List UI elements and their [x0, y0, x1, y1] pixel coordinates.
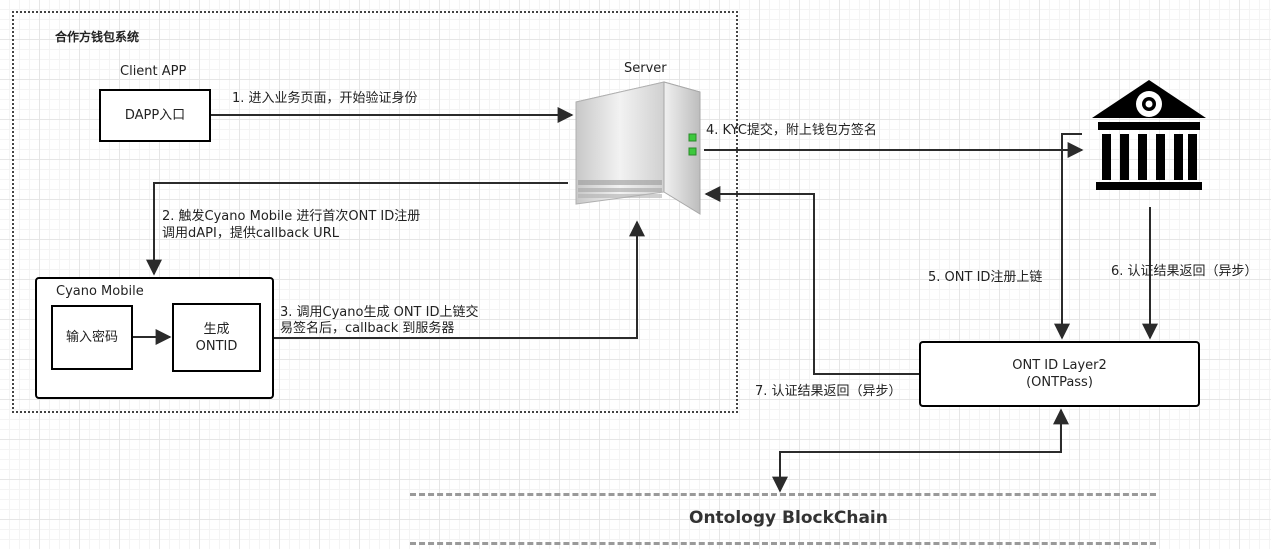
step-4-label: 4. KYC提交，附上钱包方签名 — [706, 123, 877, 138]
arrow-layer2-blockchain — [772, 408, 1069, 493]
partner-wallet-group — [12, 11, 738, 413]
arrow-5-bank-to-layer2 — [1054, 133, 1082, 340]
step-2-label-line1: 2. 触发Cyano Mobile 进行首次ONT ID注册 — [162, 209, 421, 224]
server-icon — [575, 81, 701, 215]
arrow-3-cyano-to-server — [274, 220, 645, 339]
dapp-entry-box[interactable]: DAPP入口 — [99, 89, 211, 142]
blockchain-top-line — [410, 493, 1156, 496]
step-5-label: 5. ONT ID注册上链 — [928, 270, 1043, 285]
ont-id-layer2-box[interactable]: ONT ID Layer2 (ONTPass) — [919, 341, 1200, 407]
server-label: Server — [624, 61, 667, 76]
blockchain-bottom-line — [410, 542, 1156, 545]
step-3-label-line1: 3. 调用Cyano生成 ONT ID上链交 — [280, 305, 479, 320]
arrow-7-layer2-to-server — [704, 186, 919, 375]
password-input-box[interactable]: 输入密码 — [51, 305, 133, 370]
group-title: 合作方钱包系统 — [55, 30, 140, 44]
arrow-2-server-to-cyano — [146, 182, 568, 276]
layer2-line1: ONT ID Layer2 — [1012, 358, 1107, 373]
step-3-label-line2: 易签名后，callback 到服务器 — [280, 321, 455, 336]
step-6-label: 6. 认证结果返回（异步） — [1111, 264, 1258, 279]
step-2-label-line2: 调用dAPI，提供callback URL — [162, 226, 339, 241]
blockchain-label: Ontology BlockChain — [689, 508, 888, 528]
client-app-label: Client APP — [120, 64, 187, 79]
bank-building-icon — [1092, 80, 1206, 190]
layer2-line2: (ONTPass) — [1026, 375, 1093, 390]
generate-ontid-box[interactable]: 生成 ONTID — [172, 303, 261, 372]
step-1-label: 1. 进入业务页面，开始验证身份 — [232, 91, 418, 106]
cyano-mobile-title: Cyano Mobile — [56, 284, 144, 299]
step-7-label: 7. 认证结果返回（异步） — [755, 384, 902, 399]
